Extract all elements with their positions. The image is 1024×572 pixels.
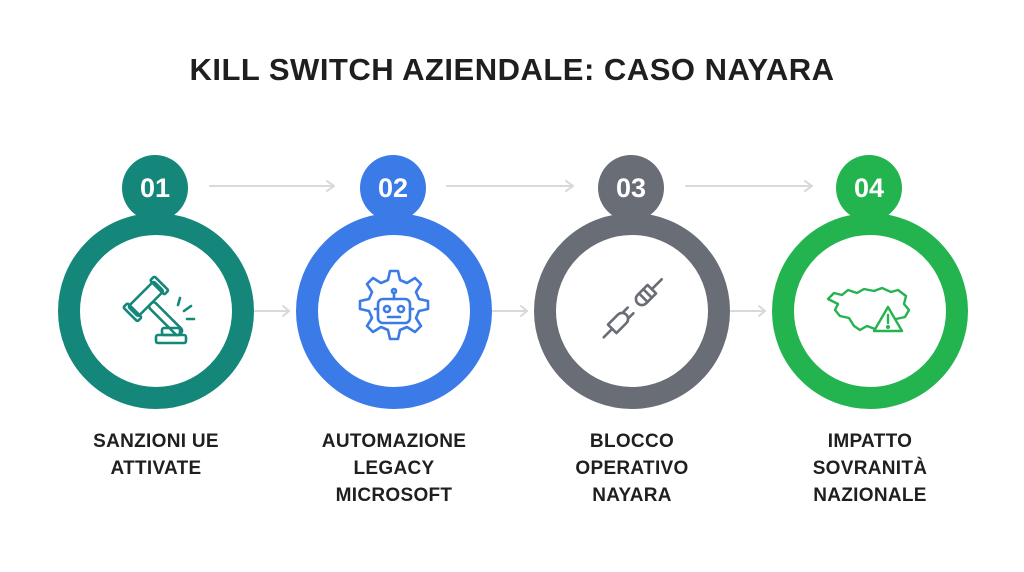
step-4-label-line-2: SOVRANITÀ: [812, 458, 928, 479]
robot-gear-icon: [346, 261, 442, 362]
step-4: 04 IMPATTO SOVRANITÀ NAZIONALE: [770, 0, 970, 572]
step-1-number-badge: 01: [122, 155, 188, 221]
step-1-label-line-1: SANZIONI UE: [93, 431, 219, 452]
step-4-label-line-1: IMPATTO: [827, 431, 913, 452]
step-3-number: 03: [615, 172, 647, 203]
gavel-icon: [108, 261, 204, 362]
step-3-label-line-2: OPERATIVO: [575, 458, 689, 479]
step-1-number: 01: [139, 172, 171, 203]
middle-arrow-3: [730, 305, 766, 317]
step-3-label: BLOCCO OPERATIVO NAYARA: [522, 428, 742, 509]
infographic-title: KILL SWITCH AZIENDALE: CASO NAYARA: [189, 52, 835, 87]
step-4-circle: [772, 213, 968, 409]
step-3-number-badge: 03: [598, 155, 664, 221]
middle-arrow-2: [492, 305, 528, 317]
step-4-number: 04: [853, 172, 885, 203]
step-2-number-badge: 02: [360, 155, 426, 221]
step-4-label-line-3: NAZIONALE: [813, 485, 927, 506]
step-2-label: AUTOMAZIONE LEGACY MICROSOFT: [284, 428, 504, 509]
step-2-circle: [296, 213, 492, 409]
step-2-label-line-1: AUTOMAZIONE: [321, 431, 467, 452]
top-arrow-1: [209, 180, 335, 192]
step-1-circle: [58, 213, 254, 409]
step-1-label: SANZIONI UE ATTIVATE: [46, 428, 266, 482]
map-warning-icon: [822, 261, 918, 362]
step-3-circle: [534, 213, 730, 409]
step-3-label-line-1: BLOCCO: [589, 431, 675, 452]
step-4-label: IMPATTO SOVRANITÀ NAZIONALE: [760, 428, 980, 509]
step-1: 01 SANZIONI UE ATTIVATE: [56, 0, 256, 572]
step-4-number-badge: 04: [836, 155, 902, 221]
top-arrow-3: [685, 180, 813, 192]
unplugged-icon: [584, 261, 680, 362]
middle-arrow-1: [254, 305, 290, 317]
step-2-label-line-2: LEGACY: [353, 458, 435, 479]
step-2-number: 02: [377, 172, 409, 203]
step-2-label-line-3: MICROSOFT: [335, 485, 453, 506]
top-arrow-2: [446, 180, 574, 192]
step-3-label-line-3: NAYARA: [592, 485, 672, 506]
step-1-label-line-2: ATTIVATE: [110, 458, 202, 479]
step-2: 02 AUTOMAZIONE LEGACY MICROSOFT: [294, 0, 494, 572]
step-3: 03 BLOCCO OPERATIVO NAYARA: [532, 0, 732, 572]
